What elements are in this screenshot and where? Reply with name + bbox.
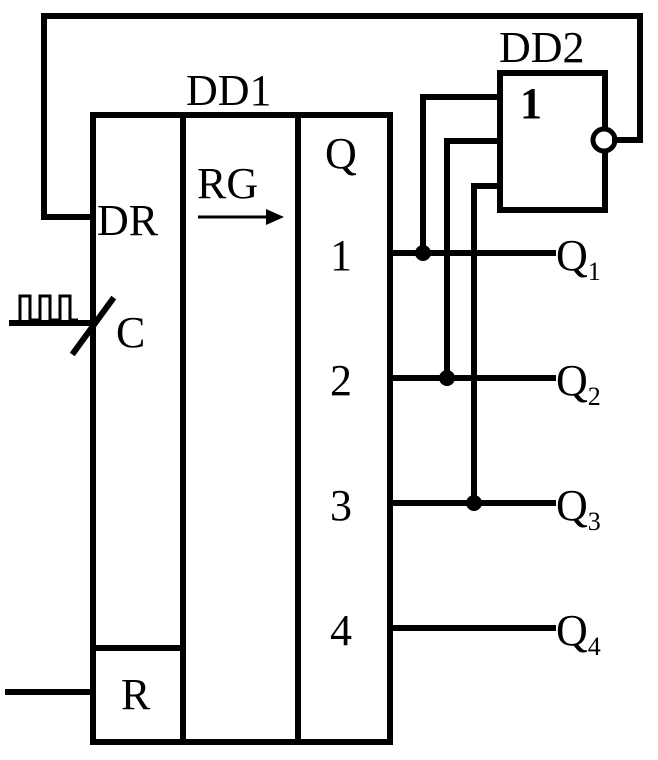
clock-input [9, 294, 117, 357]
register-type-label: RG [197, 159, 258, 208]
register-name-label: DD1 [186, 66, 272, 115]
register-dd1 [90, 112, 393, 745]
inverting-output-bubble [590, 126, 618, 154]
output-label-q2: Q2 [556, 356, 601, 411]
output-header-label: Q [325, 129, 357, 178]
junction-dot-3 [466, 495, 482, 511]
dynamic-clock-slash [69, 295, 117, 357]
shift-direction-arrow [198, 209, 284, 225]
data-input-label: DR [97, 196, 159, 245]
gate-outline [497, 70, 608, 213]
output-pin-1: 1 [330, 231, 352, 280]
gate-input-wires [415, 94, 503, 511]
junction-dot-2 [439, 370, 455, 386]
junction-dot-1 [415, 245, 431, 261]
gate-name-label: DD2 [499, 23, 585, 72]
output-pin-4: 4 [330, 606, 352, 655]
output-label-q1: Q1 [556, 231, 601, 286]
output-label-q4: Q4 [556, 606, 601, 661]
register-outline [90, 112, 393, 745]
output-pin-3: 3 [330, 481, 352, 530]
feedback-wire [41, 13, 643, 220]
gate-input-wire-2 [444, 138, 503, 381]
gate-symbol-label: 1 [520, 79, 542, 128]
gate-dd2 [497, 70, 618, 213]
reset-input-label: R [121, 670, 151, 719]
output-label-q3: Q3 [556, 481, 601, 536]
gate-input-wire-1 [420, 94, 503, 256]
gate-input-wire-3 [471, 183, 503, 506]
output-pin-2: 2 [330, 356, 352, 405]
clock-input-label: C [116, 308, 145, 357]
clock-pulse-icon [18, 294, 78, 322]
